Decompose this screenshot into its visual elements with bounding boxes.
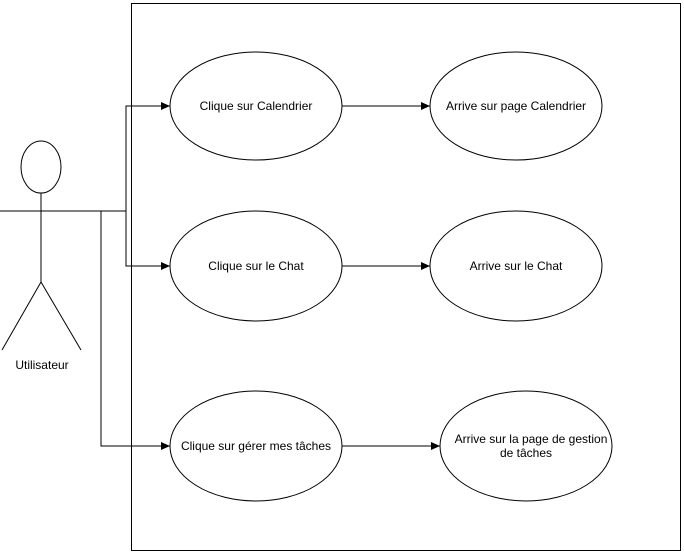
actor-stick-figure xyxy=(0,140,126,351)
result-taches-label-line1: Arrive sur la page de gestion xyxy=(455,432,608,446)
actor-label: Utilisateur xyxy=(15,358,68,372)
use-case-calendrier xyxy=(169,51,343,161)
result-calendrier xyxy=(429,51,603,161)
result-taches xyxy=(439,390,613,502)
result-calendrier-label: Arrive sur page Calendrier xyxy=(446,99,586,113)
edge-actor-uc3 xyxy=(100,211,170,450)
actor-head xyxy=(20,140,62,194)
actor-right-leg xyxy=(40,281,82,351)
use-case-taches-label: Clique sur gérer mes tâches xyxy=(181,439,331,453)
result-chat-label: Arrive sur le Chat xyxy=(470,259,563,273)
edge-actor-uc2 xyxy=(125,211,170,270)
use-case-chat-label: Clique sur le Chat xyxy=(208,259,304,273)
actor-left-leg xyxy=(1,281,42,351)
result-taches-label-line2: de tâches xyxy=(500,446,552,460)
use-case-taches xyxy=(169,390,343,502)
use-case-chat xyxy=(169,210,343,322)
use-case-calendrier-label: Clique sur Calendrier xyxy=(200,99,313,113)
edge-actor-uc1 xyxy=(125,102,170,211)
result-chat xyxy=(429,210,603,322)
